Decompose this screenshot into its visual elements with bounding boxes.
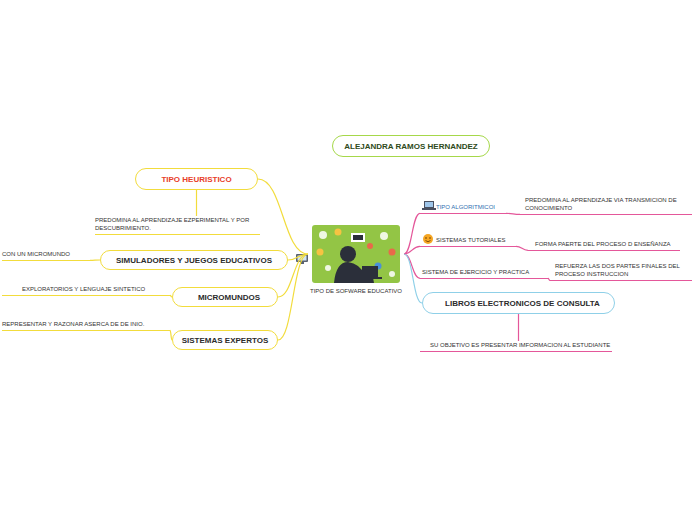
connector bbox=[196, 190, 197, 216]
node-text: SISTEMAS EXPERTOS bbox=[182, 336, 269, 345]
node-text: REFUERZA LAS DOS PARTES FINALES DEL PROC… bbox=[555, 263, 680, 277]
node-text: TIPO HEURISTICO bbox=[161, 175, 231, 184]
node-text: SU OBJETIVO ES PRESENTAR IMFORMACION AL … bbox=[430, 342, 610, 348]
connector bbox=[518, 314, 519, 341]
node-text: SISTEMAS TUTORIALES bbox=[436, 237, 505, 243]
connector bbox=[258, 179, 308, 254]
topic-text: SISTEMA DE EJERCICIO Y PRACTICA bbox=[420, 268, 548, 279]
subtopic-text: REFUERZA LAS DOS PARTES FINALES DEL PROC… bbox=[550, 262, 692, 281]
central-topic: TIPO DE SOFWARE EDUCATIVO bbox=[308, 222, 404, 298]
node-text: PREDOMINA AL APRENDIZAJE EZPERIMENTAL Y … bbox=[95, 217, 249, 231]
central-picture bbox=[312, 225, 400, 283]
node-text: TIPO ALGORITMICOI bbox=[436, 204, 495, 210]
subtopic-text: SU OBJETIVO ES PRESENTAR IMFORMACION AL … bbox=[420, 341, 612, 352]
topic-box: SIMULADORES Y JUEGOS EDUCATIVOS bbox=[100, 250, 288, 270]
subtopic-text: PREDOMINA AL APRENDIZAJE VIA TRANSMICION… bbox=[520, 196, 692, 215]
topic-box: LIBROS ELECTRONICOS DE CONSULTA bbox=[422, 292, 615, 314]
node-text: ALEJANDRA RAMOS HERNANDEZ bbox=[344, 142, 477, 151]
node-text: FORMA PAERTE DEL PROCESO D ENSEÑANZA bbox=[535, 241, 671, 247]
subtopic-text: FORMA PAERTE DEL PROCESO D ENSEÑANZA bbox=[528, 240, 680, 251]
node-text: CON UN MICROMUNDO bbox=[2, 251, 70, 257]
node-text: EXPLORATORIOS Y LENGUAJE SINTETICO bbox=[22, 286, 145, 292]
node-text: MICROMUNDOS bbox=[198, 293, 260, 302]
topic-text: TIPO ALGORITMICOI bbox=[420, 203, 506, 214]
node-text: SISTEMA DE EJERCICIO Y PRACTICA bbox=[422, 269, 529, 275]
topic-box: TIPO HEURISTICO bbox=[135, 168, 258, 190]
topic-box: SISTEMAS EXPERTOS bbox=[172, 330, 278, 350]
connector bbox=[506, 213, 520, 214]
topic-text: SISTEMAS TUTORIALES bbox=[420, 236, 516, 247]
author-box: ALEJANDRA RAMOS HERNANDEZ bbox=[332, 135, 490, 157]
subtopic-text: EXPLORATORIOS Y LENGUAJE SINTETICO bbox=[2, 285, 170, 296]
topic-box: MICROMUNDOS bbox=[172, 287, 278, 307]
connector bbox=[516, 246, 528, 250]
node-text: SIMULADORES Y JUEGOS EDUCATIVOS bbox=[116, 256, 272, 265]
node-text: PREDOMINA AL APRENDIZAJE VIA TRANSMICION… bbox=[525, 197, 677, 211]
connector bbox=[90, 259, 100, 261]
node-text: REPRESENTAR Y RAZONAR ASERCA DE DE INIO. bbox=[2, 321, 144, 327]
connector bbox=[404, 246, 420, 254]
node-text: TIPO DE SOFWARE EDUCATIVO bbox=[308, 288, 404, 294]
connector bbox=[404, 213, 420, 254]
subtopic-text: REPRESENTAR Y RAZONAR ASERCA DE DE INIO. bbox=[2, 320, 170, 331]
subtopic-text: PREDOMINA AL APRENDIZAJE EZPERIMENTAL Y … bbox=[95, 216, 260, 235]
node-text: LIBROS ELECTRONICOS DE CONSULTA bbox=[445, 299, 600, 308]
subtopic-text: CON UN MICROMUNDO bbox=[2, 250, 90, 261]
